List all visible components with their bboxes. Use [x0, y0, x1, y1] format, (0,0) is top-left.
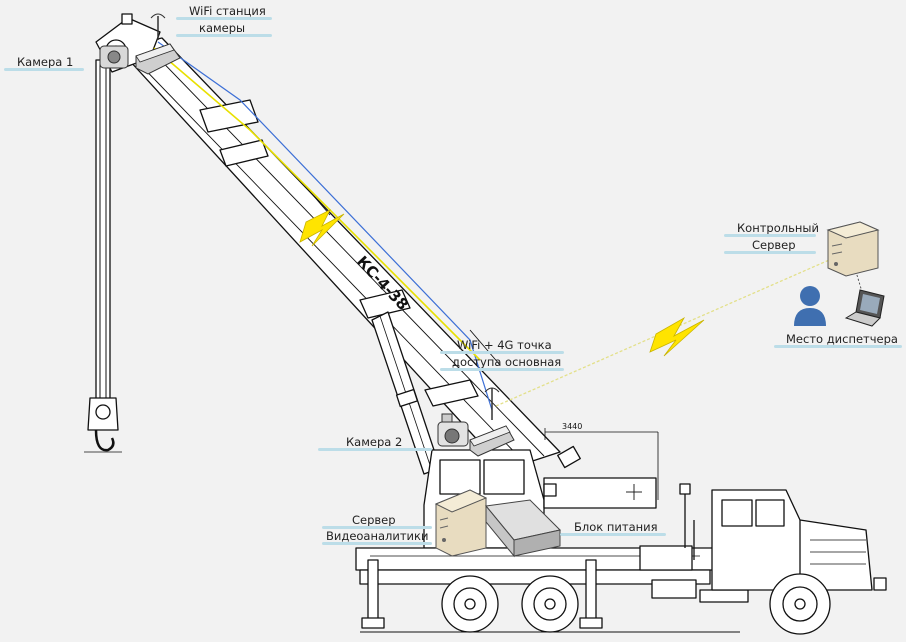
label-text: доступа основная — [452, 355, 561, 369]
label-control-server: Контрольный Сервер — [724, 221, 819, 254]
label-dispatcher-place: Место диспетчера — [774, 332, 902, 348]
lightning-link-icon — [649, 316, 705, 357]
cable-yellow — [153, 47, 481, 361]
label-text: WiFi станция — [189, 4, 266, 18]
dimension-value: 3440 — [562, 422, 582, 431]
label-text: Место диспетчера — [786, 332, 898, 346]
label-text: Видеоаналитики — [326, 529, 428, 543]
truck-cab — [679, 483, 887, 591]
power-unit-icon — [485, 499, 562, 558]
label-camera-2: Камера 2 — [318, 435, 432, 451]
crane-boom — [117, 37, 561, 471]
wifi-access-point-icon — [469, 387, 515, 457]
wifi-access-point-icon — [135, 13, 181, 75]
label-text: Контрольный — [737, 221, 819, 235]
server-tower-icon — [826, 221, 880, 277]
wheel — [769, 573, 831, 635]
laptop-icon — [844, 289, 885, 327]
label-video-server: Сервер Видеоаналитики — [322, 513, 432, 545]
wheels — [441, 573, 831, 635]
camera-icon — [99, 45, 129, 69]
dimension-line — [544, 428, 659, 500]
label-text: Камера 2 — [346, 435, 402, 449]
lightning-link-icon — [299, 209, 345, 247]
label-wifi-station: WiFi станция камеры — [176, 4, 272, 37]
label-text: Сервер — [752, 238, 796, 252]
label-text: Блок питания — [574, 520, 658, 534]
cable-blue — [157, 41, 493, 411]
camera-icon — [437, 413, 469, 447]
label-text: WiFi + 4G точка — [457, 338, 552, 352]
wheel — [441, 575, 499, 633]
user-icon — [794, 286, 826, 326]
label-text: Камера 1 — [17, 55, 73, 69]
label-wifi-4g-point: WiFi + 4G точка доступа основная — [440, 338, 564, 371]
hook-cable — [95, 59, 111, 401]
label-camera-1: Камера 1 — [4, 55, 84, 71]
hook-block — [84, 397, 122, 453]
label-text: камеры — [199, 21, 245, 35]
wheel — [521, 575, 579, 633]
label-text: Сервер — [352, 513, 396, 527]
label-power-unit: Блок питания — [560, 520, 666, 536]
server-tower-icon — [434, 489, 488, 557]
